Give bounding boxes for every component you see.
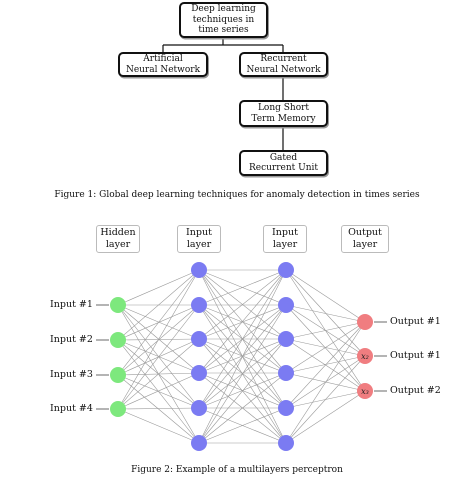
neuron-input-1-3 — [110, 367, 126, 383]
neuron-input-1-1 — [110, 297, 126, 313]
neuron-input-1-4 — [110, 401, 126, 417]
neuron-hidden-3-4 — [278, 365, 294, 381]
neuron-output-4-3 — [357, 383, 373, 399]
connection-0-0-0 — [117, 269, 200, 306]
connection-1-4-3 — [198, 372, 287, 409]
tree-node-lstm: Long Short Term Memory — [239, 100, 328, 127]
connection-1-3-0 — [198, 269, 287, 374]
neuron-input-1-2 — [110, 332, 126, 348]
connection-1-5-1 — [198, 304, 287, 444]
connection-2-5-2 — [285, 390, 366, 444]
connection-1-5-3 — [198, 372, 287, 444]
connection-0-1-3 — [117, 339, 200, 374]
connection-0-3-1 — [117, 304, 200, 410]
input-label-2: Input #2 — [50, 334, 93, 345]
connection-1-5-4 — [198, 407, 287, 444]
neuron-hidden-3-6 — [278, 435, 294, 451]
output-node-label-3: x₃ — [361, 387, 369, 396]
connection-2-3-0 — [285, 321, 366, 374]
figure1-caption: Figure 1: Global deep learning technique… — [54, 190, 420, 200]
neuron-hidden-2-4 — [191, 365, 207, 381]
connection-2-5-1 — [285, 355, 366, 444]
tree-node-rnn: Recurrent Neural Network — [239, 52, 328, 77]
neuron-hidden-3-3 — [278, 331, 294, 347]
tree-connectors — [162, 37, 284, 150]
neuron-hidden-3-2 — [278, 297, 294, 313]
tree-node-gru: Gated Recurrent Unit — [239, 150, 328, 176]
connection-0-3-0 — [117, 269, 200, 410]
connection-1-5-2 — [198, 338, 287, 444]
connection-2-4-0 — [285, 321, 366, 409]
neuron-hidden-2-1 — [191, 262, 207, 278]
output-label-3: Output #2 — [390, 385, 441, 396]
connection-1-2-0 — [198, 269, 287, 340]
connection-0-2-0 — [117, 269, 200, 376]
layer-label-2: Input layer — [177, 225, 221, 253]
neuron-hidden-2-6 — [191, 435, 207, 451]
connection-2-0-0 — [285, 269, 366, 323]
output-node-label-2: x₂ — [361, 352, 369, 361]
connection-1-1-0 — [198, 269, 287, 306]
connection-1-5-0 — [198, 269, 287, 444]
connection-0-3-3 — [117, 372, 200, 410]
neuron-hidden-3-1 — [278, 262, 294, 278]
connection-0-1-0 — [117, 269, 200, 341]
layer-label-4: Output layer — [341, 225, 389, 253]
connection-2-2-0 — [285, 321, 366, 340]
output-label-1: Output #1 — [390, 316, 441, 327]
connection-2-1-0 — [285, 304, 366, 323]
neuron-hidden-2-5 — [191, 400, 207, 416]
tree-node-root: Deep learning techniques in time series — [179, 2, 268, 38]
connection-0-2-4 — [117, 374, 200, 409]
neuron-hidden-2-3 — [191, 331, 207, 347]
connection-0-0-2 — [117, 304, 200, 340]
layer-label-1: Hidden layer — [96, 225, 140, 253]
input-label-1: Input #1 — [50, 299, 93, 310]
connection-0-3-2 — [117, 338, 200, 410]
connection-2-1-2 — [285, 304, 366, 392]
neuron-hidden-2-2 — [191, 297, 207, 313]
connection-0-3-5 — [117, 408, 200, 444]
input-label-4: Input #4 — [50, 403, 93, 414]
neuron-hidden-3-5 — [278, 400, 294, 416]
connection-2-5-0 — [285, 321, 366, 444]
output-label-2: Output #1 — [390, 350, 441, 361]
input-label-3: Input #3 — [50, 369, 93, 380]
figure2-caption: Figure 2: Example of a multilayers perce… — [131, 465, 343, 475]
neuron-output-4-1 — [357, 314, 373, 330]
connection-1-4-0 — [198, 269, 287, 409]
tree-node-ann: Artificial Neural Network — [118, 52, 208, 77]
neuron-output-4-2 — [357, 348, 373, 364]
connection-1-2-1 — [198, 304, 287, 340]
connection-0-3-4 — [117, 407, 200, 410]
layer-label-3: Input layer — [263, 225, 307, 253]
connection-2-3-1 — [285, 355, 366, 374]
